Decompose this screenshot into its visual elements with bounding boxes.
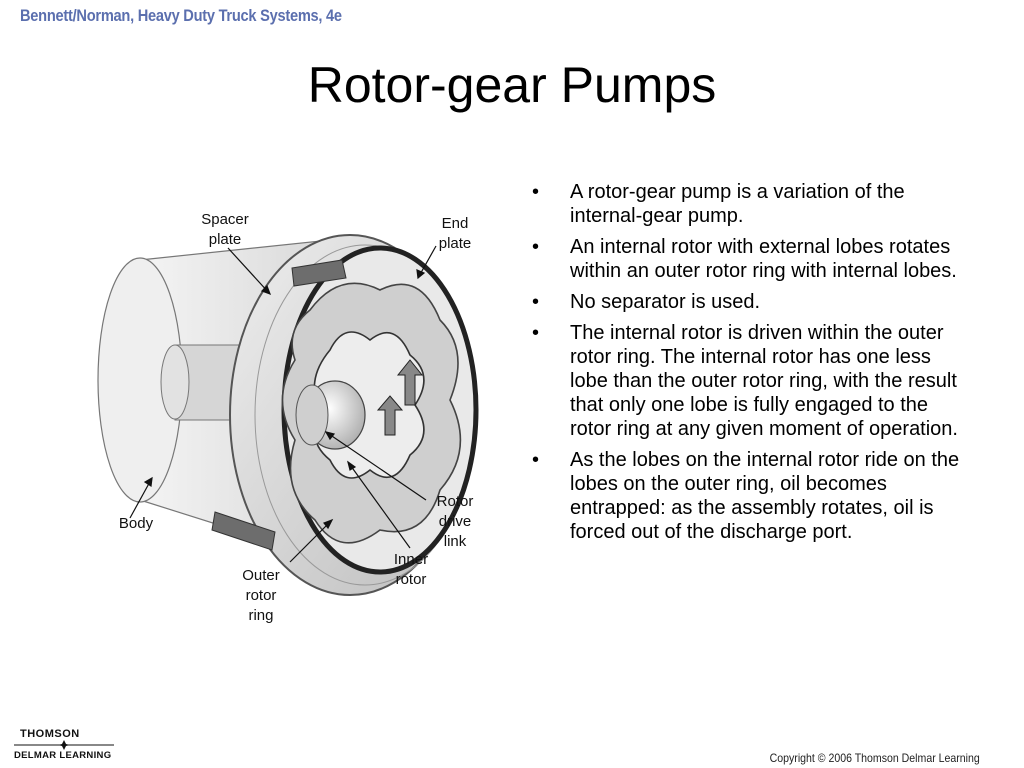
rotor-drive-shaft (295, 380, 366, 450)
bullet-text: The internal rotor is driven within the … (570, 322, 958, 440)
flow-arrows (376, 359, 424, 436)
label-rotor-drive-link: Rotor drive link (436, 493, 474, 550)
bullet-marker: • (532, 449, 540, 471)
pump-illustration (97, 234, 479, 596)
logo-star-icon (14, 740, 114, 750)
publisher-logo: THOMSON DELMAR LEARNING (14, 728, 124, 764)
spacer-blocks (211, 259, 347, 551)
logo-thomson: THOMSON (20, 728, 80, 740)
label-spacer-plate: Spacer plate (201, 211, 249, 248)
bullet-item: • As the lobes on the internal rotor ride… (532, 448, 972, 544)
bullet-list: • A rotor-gear pump is a variation of the… (532, 180, 972, 551)
label-body: Body (118, 515, 154, 532)
bullet-text: An internal rotor with external lobes ro… (570, 236, 957, 282)
bullet-marker: • (532, 322, 540, 344)
label-outer-rotor-ring: Outer rotor ring (242, 567, 280, 624)
callout-leaders (129, 245, 437, 563)
bullet-item: • An internal rotor with external lobes r… (532, 235, 972, 283)
bullet-item: • No separator is used. (532, 290, 972, 314)
bullet-text: No separator is used. (570, 291, 761, 313)
copyright-notice: Copyright © 2006 Thomson Delmar Learning (769, 751, 980, 765)
bullet-text: As the lobes on the internal rotor ride … (570, 449, 960, 543)
bullet-marker: • (532, 236, 540, 258)
bullet-text: A rotor-gear pump is a variation of the … (570, 181, 905, 227)
label-end-plate: End plate (438, 215, 472, 252)
label-inner-rotor: Inner rotor (393, 551, 429, 588)
book-header: Bennett/Norman, Heavy Duty Truck Systems… (20, 6, 342, 25)
bullet-marker: • (532, 291, 540, 313)
logo-delmar: DELMAR LEARNING (14, 750, 112, 761)
bullet-item: • The internal rotor is driven within the… (532, 321, 972, 441)
bullet-marker: • (532, 181, 540, 203)
slide-title: Rotor-gear Pumps (307, 57, 717, 113)
rotor-gear-pump-diagram: Spacer plate End plate Body Rotor drive … (80, 200, 500, 640)
bullet-item: • A rotor-gear pump is a variation of the… (532, 180, 972, 228)
